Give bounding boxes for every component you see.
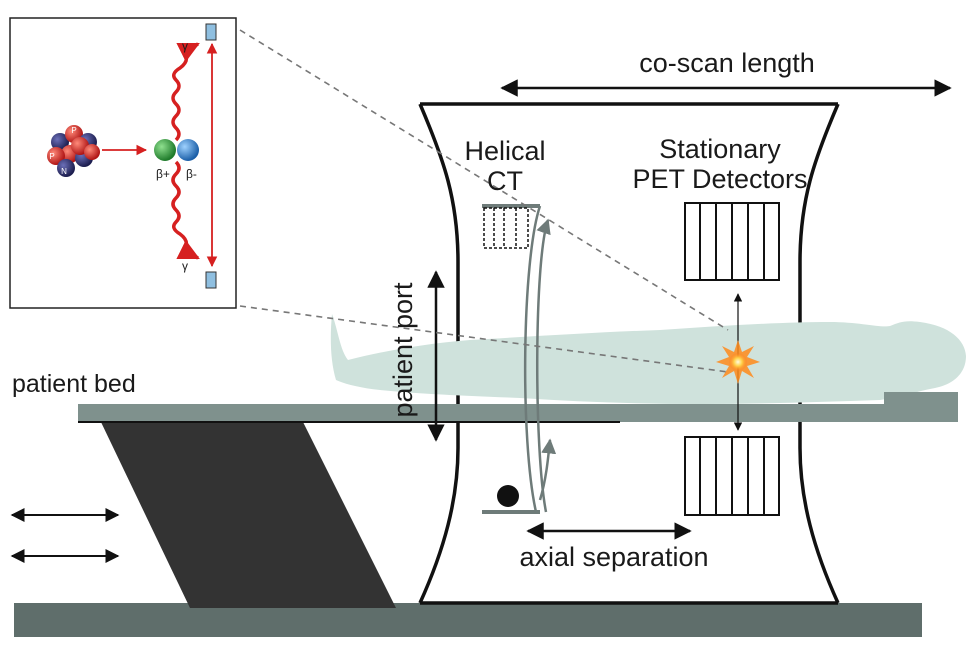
gamma-path-up xyxy=(171,42,200,142)
pet-detectors-label-line1: Stationary xyxy=(659,134,781,164)
detector-crystal-top-icon xyxy=(205,23,217,41)
gamma-bottom-label: γ xyxy=(182,259,188,273)
pet-detector-top xyxy=(684,202,780,281)
axial-separation-label: axial separation xyxy=(519,542,708,572)
helical-ct-label-line1: Helical xyxy=(464,136,545,166)
floor xyxy=(14,603,922,637)
beta-plus-label: β+ xyxy=(156,167,170,181)
bed-head-block xyxy=(884,392,958,422)
proton-label: P xyxy=(49,152,54,161)
annihilation-flash xyxy=(716,340,760,384)
patient-bed-label: patient bed xyxy=(12,370,136,398)
nucleus-icon: P P N xyxy=(47,125,100,177)
bed-stand xyxy=(100,420,396,608)
helical-ct-label-line2: CT xyxy=(487,166,523,196)
patient-silhouette xyxy=(330,314,966,404)
gamma-path-down xyxy=(171,160,200,260)
beta-minus-label: β- xyxy=(186,167,197,181)
patient-port-label: patient port xyxy=(388,282,418,418)
gamma-top-label: γ xyxy=(182,39,188,53)
positron-icon xyxy=(154,139,176,161)
neutron-label: N xyxy=(61,167,67,176)
helical-ct xyxy=(482,204,557,514)
projection-line-bottom xyxy=(239,305,729,373)
projection-line-top xyxy=(239,29,729,331)
pet-detector-bottom xyxy=(684,436,780,516)
detector-crystal-bottom-icon xyxy=(205,271,217,289)
co-scan-length-label: co-scan length xyxy=(639,48,815,78)
physics-inset: P P N β+ β- γ γ xyxy=(9,17,237,309)
patient-bed xyxy=(78,404,884,422)
electron-icon xyxy=(177,139,199,161)
proton-label: P xyxy=(71,126,76,135)
x-ray-tube xyxy=(497,485,519,507)
pet-detectors-label-line2: PET Detectors xyxy=(632,164,807,194)
